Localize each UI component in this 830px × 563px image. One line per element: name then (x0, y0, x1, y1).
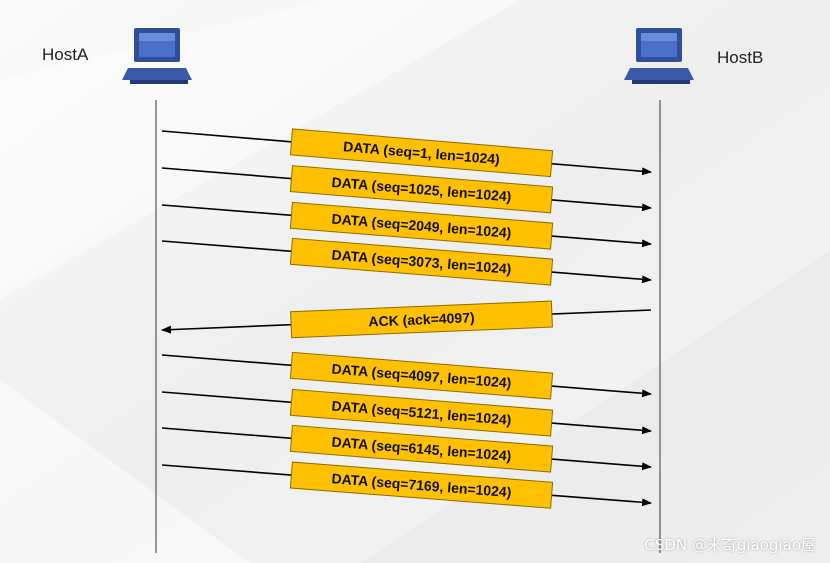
message-5: ACK (ack=4097) (161, 300, 652, 339)
message-label-box: DATA (seq=4097, len=1024) (289, 351, 554, 400)
message-label-background (289, 165, 554, 214)
computer-monitor-icon (122, 28, 192, 84)
message-label-box: ACK (ack=4097) (290, 300, 553, 339)
message-label-background (290, 300, 553, 339)
host-b-label: HostB (717, 48, 763, 67)
message-label-background (289, 128, 554, 178)
host-a: HostA (42, 28, 192, 84)
message-label-background (289, 201, 554, 250)
message-8: DATA (seq=6145, len=1024) (161, 424, 652, 473)
messages: DATA (seq=1, len=1024)DATA (seq=1025, le… (161, 128, 652, 509)
host-b: HostB (624, 28, 763, 84)
message-label-background (289, 424, 554, 473)
message-label-background (289, 237, 554, 286)
message-label-background (289, 351, 554, 400)
computer-monitor-icon (624, 28, 694, 84)
message-label-background (289, 461, 554, 509)
host-a-label: HostA (42, 45, 89, 64)
watermark: CSDN @米奇giaogiao屋 (644, 536, 816, 554)
message-label-background (289, 388, 554, 437)
message-6: DATA (seq=4097, len=1024) (161, 351, 652, 400)
background-shape (0, 380, 250, 563)
message-label-text: ACK (ack=4097) (368, 309, 475, 329)
